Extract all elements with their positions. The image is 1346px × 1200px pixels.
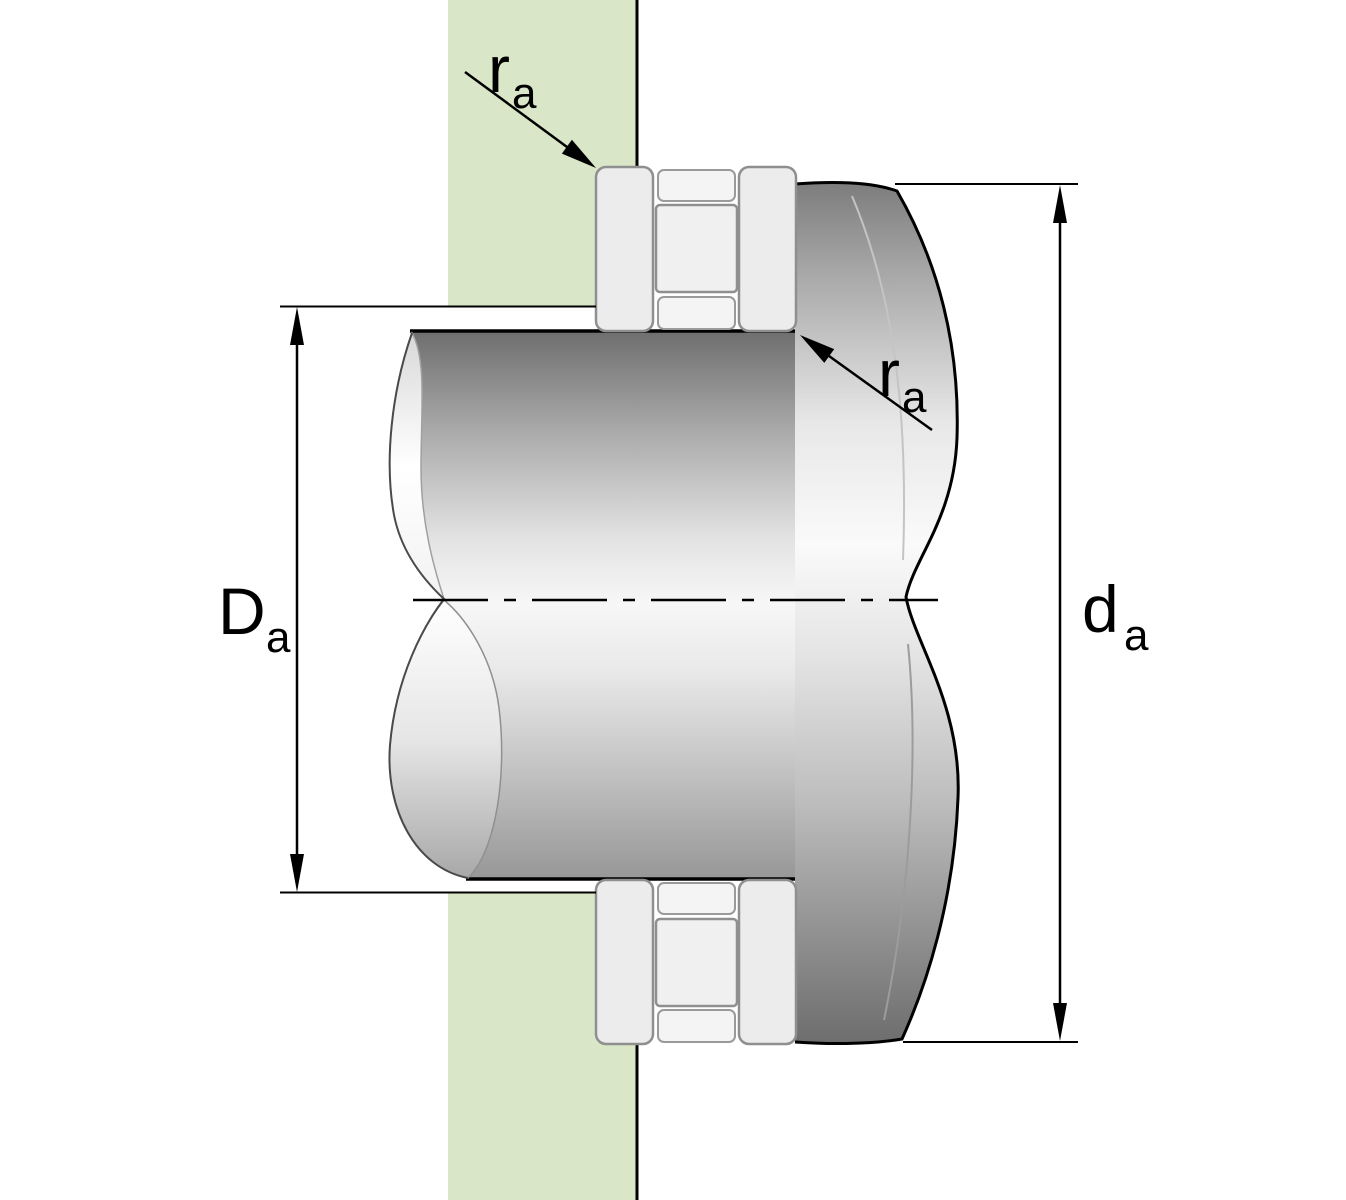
leader-ra-inner-line <box>828 354 933 432</box>
bearing-bottom-assembly <box>594 878 798 1046</box>
label-ra-top-main: r <box>488 32 510 106</box>
bearing-bottom-washer-right <box>737 878 798 1046</box>
bearing-top-cage-lower <box>657 296 736 330</box>
shaft-right-break-section <box>795 182 959 1044</box>
dim-da-arrow-down-icon <box>1053 1003 1067 1041</box>
dim-da-arrow-up-icon <box>1053 185 1067 223</box>
bearing-top-roller <box>654 203 739 294</box>
label-Da-main: D <box>218 574 266 648</box>
leader-ra-inner: r a <box>800 335 933 432</box>
dim-Da-arrow-up-icon <box>290 307 304 345</box>
bearing-top-assembly <box>594 165 798 333</box>
label-Da-sub: a <box>266 613 291 662</box>
leader-ra-top-arrow-icon <box>561 139 596 168</box>
bearing-bottom-cage-upper <box>657 882 736 915</box>
dimension-da: d a <box>895 183 1149 1043</box>
shaft-right-break-outline <box>794 181 960 1046</box>
bearing-bottom-roller <box>654 917 739 1008</box>
bearing-top-washer-right <box>737 165 798 333</box>
bearing-bottom-cage-lower <box>657 1009 736 1043</box>
dim-Da-arrow-down-icon <box>290 854 304 892</box>
shaft-right-sheen-upper <box>851 195 906 561</box>
dimension-Da: D a <box>218 305 596 894</box>
label-ra-inner-main: r <box>878 336 900 410</box>
label-ra-inner-sub: a <box>902 373 927 422</box>
label-ra-top-sub: a <box>512 69 537 118</box>
leader-ra-inner-arrow-icon <box>800 335 835 363</box>
bearing-bottom-washer-left <box>594 878 655 1046</box>
bearing-top-washer-left <box>594 165 655 333</box>
leader-ra-top: r a <box>464 32 596 168</box>
leader-ra-top-line <box>464 70 568 149</box>
bearing-top-cage-upper <box>657 169 736 202</box>
label-da-sub: a <box>1124 611 1149 660</box>
shaft-right-sheen-lower <box>883 643 914 1021</box>
label-da-main: d <box>1082 572 1119 646</box>
